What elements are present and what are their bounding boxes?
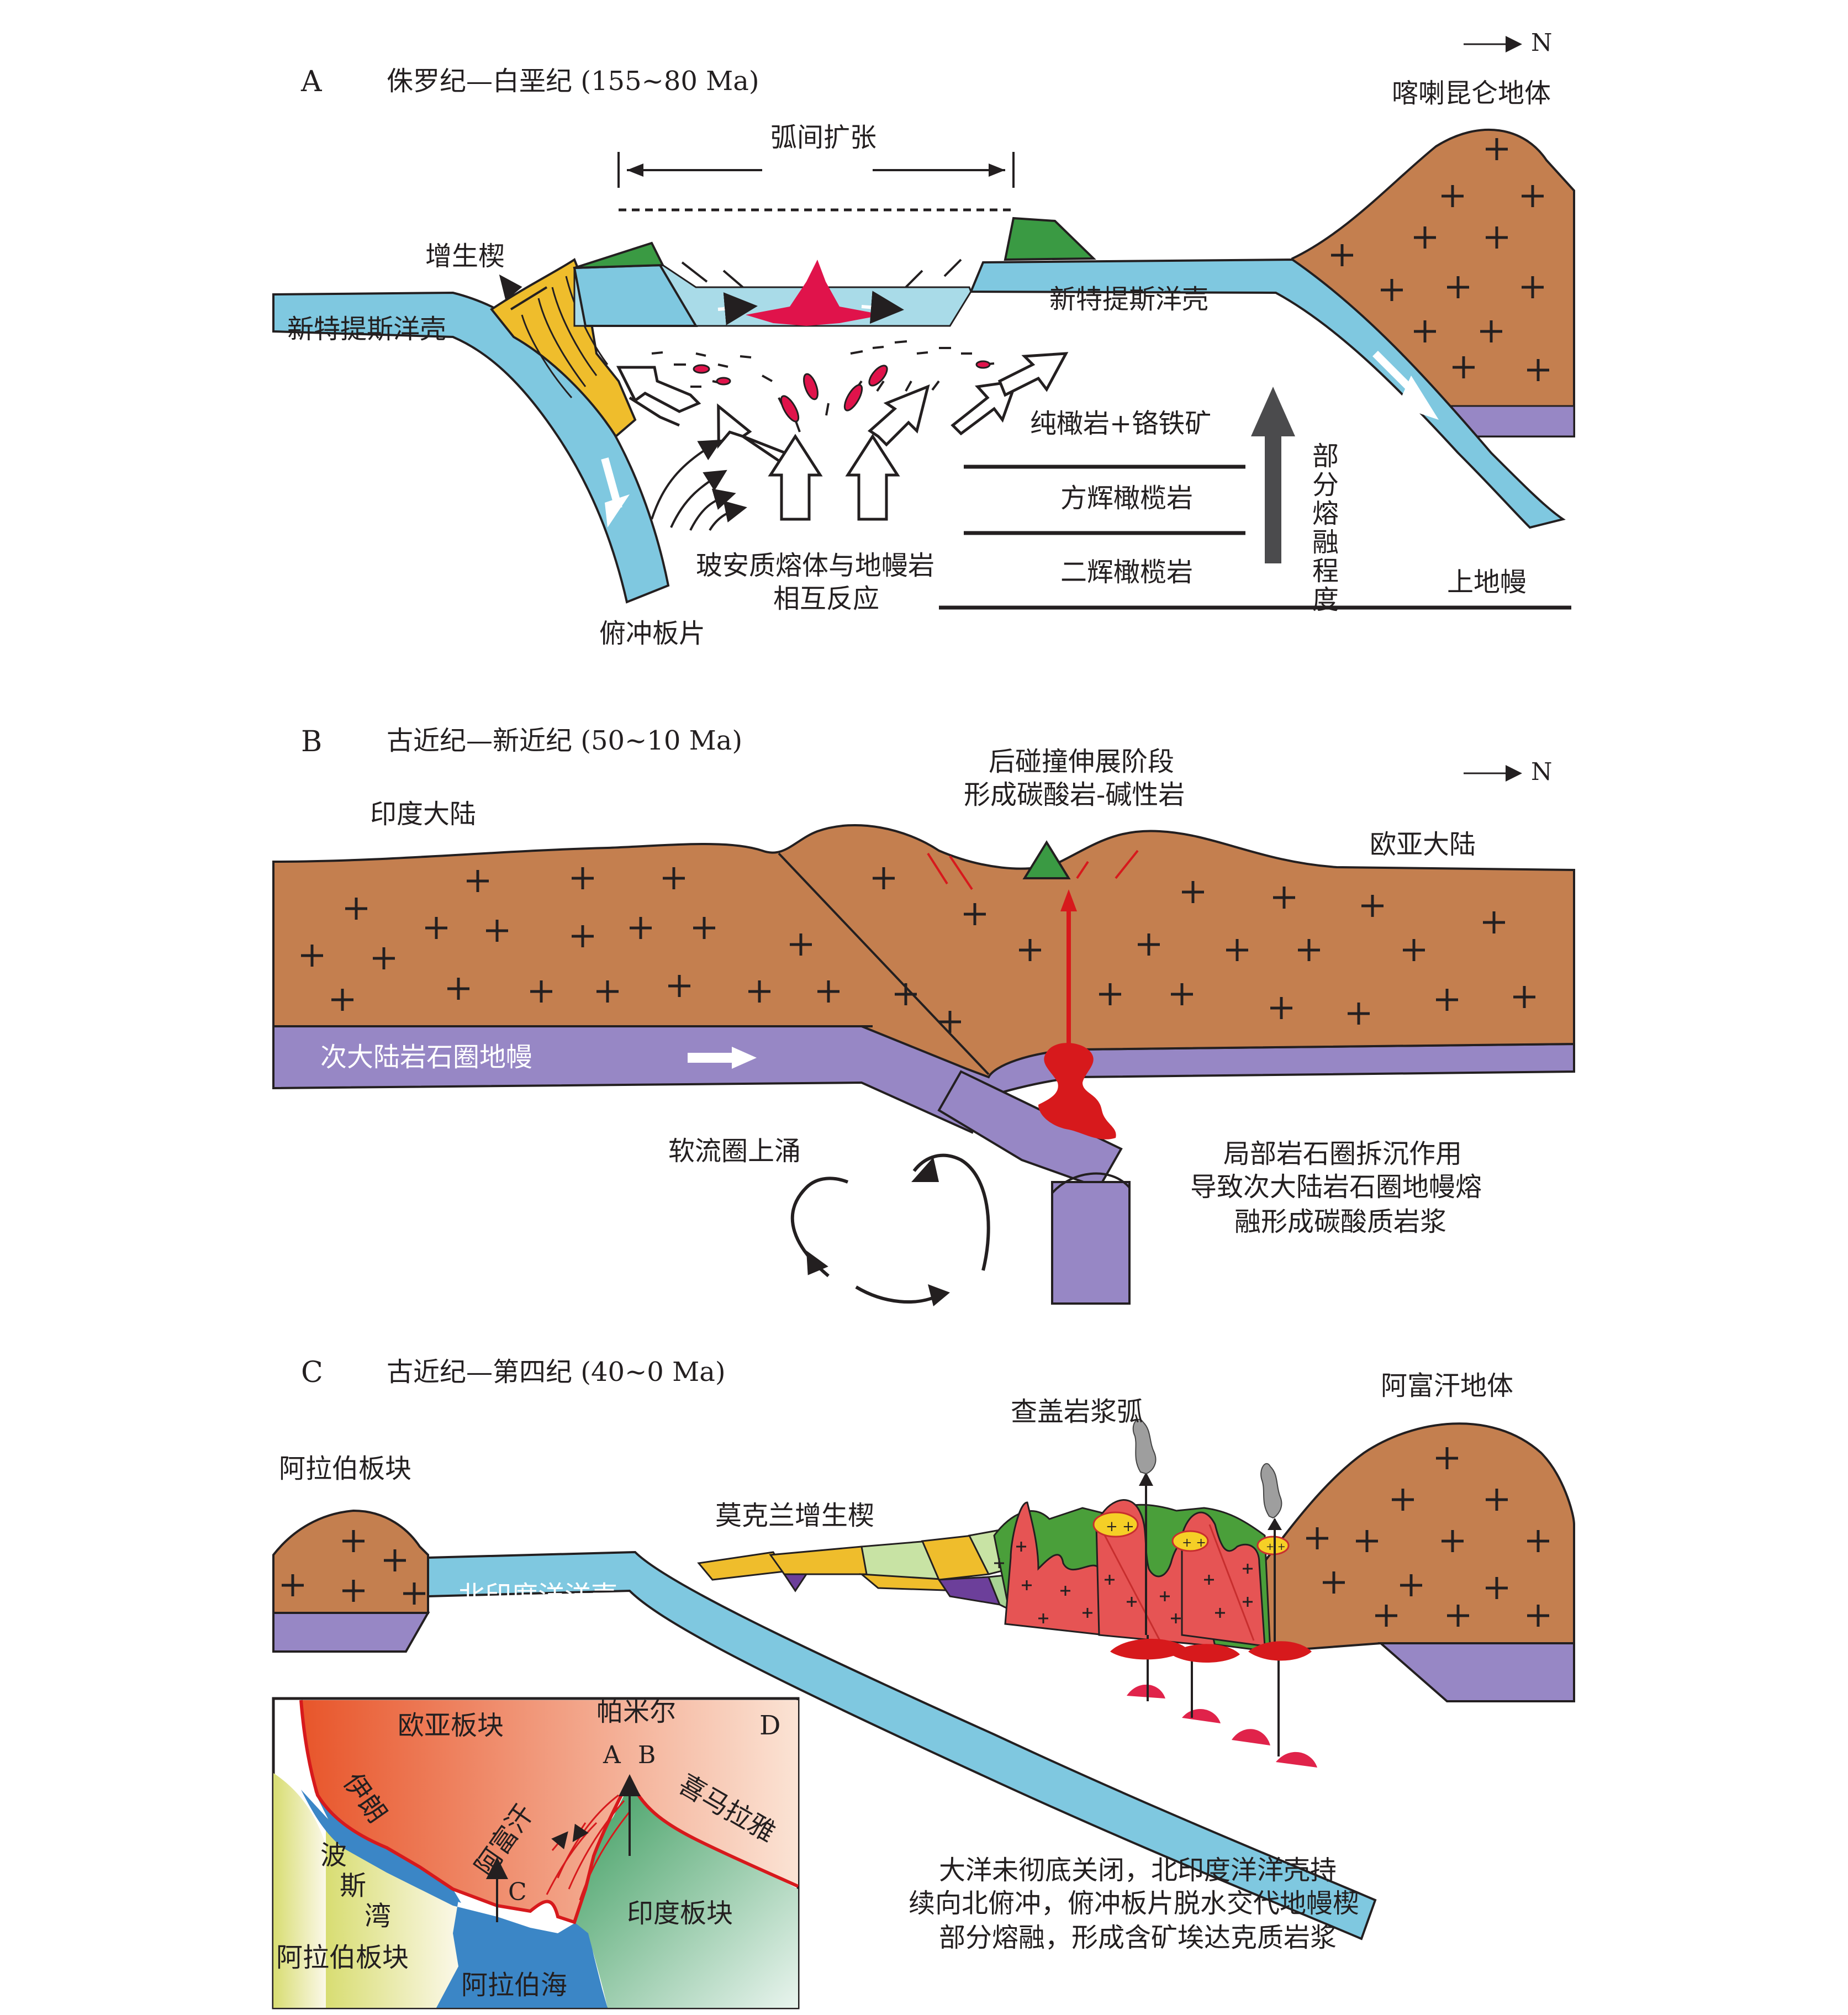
label-lherzolite: 二辉橄榄岩 (1060, 557, 1193, 588)
delaminated-block (1051, 1181, 1131, 1305)
label-india: 印度大陆 (370, 799, 476, 830)
label-upper-mantle: 上地幔 (1447, 567, 1527, 598)
label-melting: 部分熔融程度 (1307, 442, 1338, 614)
ophiolite-right (1004, 217, 1096, 261)
label-reaction-line1: 玻安质熔体与地幔岩 (696, 550, 934, 581)
map-label-arabian-sea: 阿拉伯海 (461, 1970, 567, 2001)
label-delam-2: 导致次大陆岩石圈地幔熔 (1190, 1172, 1482, 1202)
label-post-collision-1: 后碰撞伸展阶段 (989, 746, 1174, 777)
map-label-pamir: 帕米尔 (596, 1696, 676, 1727)
label-neotethys-left: 新特提斯洋壳 (287, 314, 446, 345)
map-label-gulf-2: 斯 (340, 1870, 366, 1901)
label-arabia: 阿拉伯板块 (279, 1453, 411, 1484)
map-eurasian-plate (301, 1700, 798, 1922)
panel-c-title: 古近纪—第四纪 (40~0 Ma) (387, 1357, 726, 1388)
panel-a: A 侏罗纪—白垩纪 (155~80 Ma) N 喀喇昆仑地体 弧间扩张 增生楔 … (272, 29, 1575, 649)
map-label-c: C (508, 1878, 527, 1906)
map-label-eurasia: 欧亚板块 (398, 1710, 504, 1741)
melt-migration-arrows (616, 352, 1069, 521)
arabian-block (272, 1509, 429, 1614)
partial-melting-arrow (1251, 387, 1295, 563)
map-label-indian-plate: 印度板块 (627, 1898, 733, 1929)
panel-d-letter: D (759, 1710, 780, 1741)
svg-text:+ +: + + (1106, 1518, 1134, 1535)
label-accretionary-wedge: 增生楔 (425, 241, 505, 272)
panel-d-map: D 欧亚板块 帕米尔 A B C 伊朗 阿富汗 喜马拉雅 波 斯 湾 印度板块 … (272, 1696, 800, 2009)
label-sclm: 次大陆岩石圈地幔 (320, 1042, 532, 1073)
label-post-collision-2: 形成碳酸岩-碱性岩 (964, 779, 1185, 810)
label-slab: 俯冲板片 (599, 618, 705, 649)
label-dunite: 纯橄岩+铬铁矿 (1030, 408, 1211, 439)
map-label-gulf-3: 湾 (365, 1901, 391, 1932)
wedge-melt (1110, 1638, 1312, 1663)
label-harzburgite: 方辉橄榄岩 (1060, 483, 1193, 514)
map-plate-boundary (299, 1700, 799, 1924)
label-neotethys-right: 新特提斯洋壳 (1049, 284, 1208, 315)
afghan-mantle (1377, 1642, 1575, 1702)
label-note-3: 部分熔融，形成含矿埃达克质岩浆 (939, 1922, 1337, 1953)
melt-pods (693, 360, 991, 423)
label-note-1: 大洋未彻底关闭，北印度洋洋壳持 (939, 1855, 1337, 1886)
label-afghan: 阿富汗地体 (1381, 1370, 1513, 1401)
label-delam-1: 局部岩石圈拆沉作用 (1223, 1138, 1462, 1169)
panel-b-title: 古近纪—新近纪 (50~10 Ma) (387, 725, 742, 756)
volcano-b (1022, 840, 1071, 879)
panel-c: + + + + + + (272, 1356, 1575, 1953)
label-note-2: 续向北俯冲，俯冲板片脱水交代地幔楔 (909, 1888, 1359, 1919)
map-label-arabian-plate: 阿拉伯板块 (276, 1942, 409, 1973)
volcanic-plumes (1132, 1418, 1282, 1519)
map-label-gulf-1: 波 (320, 1840, 347, 1871)
panel-b-letter: B (301, 725, 322, 758)
melt-streaks (651, 340, 995, 432)
label-eurasia: 欧亚大陆 (1370, 829, 1476, 860)
panel-b-north: N (1531, 758, 1553, 786)
label-back-arc: 弧间扩张 (770, 122, 877, 153)
label-north-india-ocean: 北印度洋洋壳 (458, 1580, 617, 1611)
carbonatite-magma (1038, 1043, 1116, 1140)
label-karakoram: 喀喇昆仑地体 (1392, 78, 1551, 109)
ophiolite-left (574, 241, 665, 269)
spreading-magma (746, 260, 884, 326)
makran-wedge (697, 1529, 1029, 1620)
north-india-ocean-slab (427, 1550, 1377, 1940)
panel-a-north: N (1531, 29, 1553, 57)
magma-chambers (1092, 1511, 1290, 1555)
panel-a-title: 侏罗纪—白垩纪 (155~80 Ma) (387, 66, 759, 97)
karakoram-block (1291, 129, 1575, 437)
continental-crust-b (272, 824, 1575, 1079)
accretionary-wedge (490, 257, 637, 439)
neotethys-right-crust (969, 258, 1566, 529)
label-makran: 莫克兰增生楔 (715, 1500, 874, 1531)
panel-b: B 古近纪—新近纪 (50~10 Ma) N 后碰撞伸展阶段 形成碳酸岩-碱性岩… (272, 725, 1575, 1306)
arabian-mantle (272, 1612, 430, 1653)
map-label-b: B (638, 1741, 656, 1769)
slab-melt (1127, 1684, 1317, 1768)
map-label-a: A (603, 1741, 621, 1769)
panel-c-letter: C (301, 1356, 323, 1389)
label-reaction-line2: 相互反应 (773, 583, 879, 614)
panel-a-letter: A (300, 65, 323, 98)
label-asthenosphere: 软流圈上涌 (668, 1136, 801, 1167)
map-arabian-plate (273, 1773, 326, 2008)
label-delam-3: 融形成碳酸质岩浆 (1234, 1206, 1446, 1237)
svg-text:+ +: + + (1182, 1536, 1206, 1550)
label-chagai: 查盖岩浆弧 (1011, 1396, 1143, 1427)
